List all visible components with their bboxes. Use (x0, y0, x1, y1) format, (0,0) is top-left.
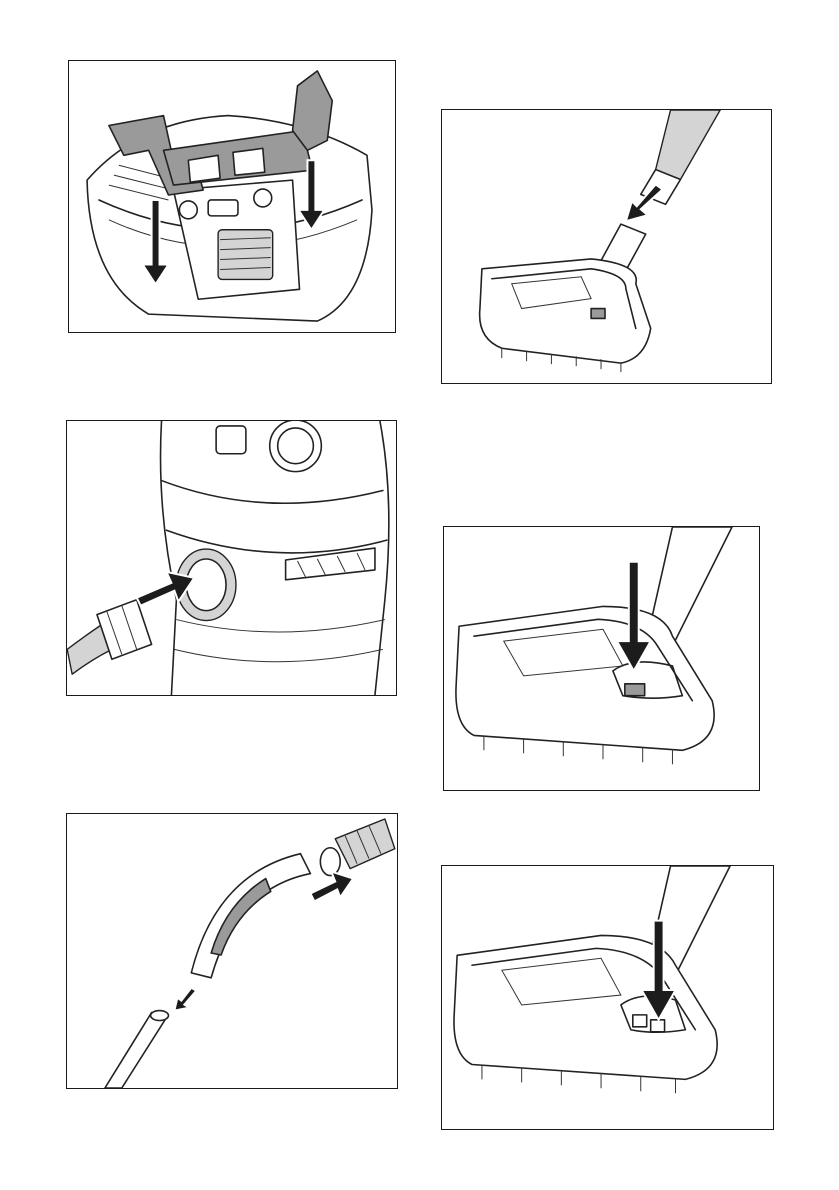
hose-insert-illustration-icon (67, 421, 396, 695)
panel-floor-nozzle-attach (441, 109, 772, 384)
hose-tube-connect-illustration-icon (67, 814, 397, 1088)
panel-hose-tube-connect (66, 813, 398, 1089)
floor-nozzle-switch-hard-floor-illustration-icon (442, 866, 773, 1129)
panel-handle-attach (68, 60, 396, 333)
panel-floor-nozzle-switch-carpet (443, 526, 760, 791)
panel-floor-nozzle-switch-hard-floor (441, 865, 774, 1130)
panel-hose-insert (66, 420, 397, 696)
handle-attach-illustration-icon (69, 61, 395, 332)
floor-nozzle-switch-carpet-illustration-icon (444, 527, 759, 790)
floor-nozzle-attach-illustration-icon (442, 110, 771, 383)
